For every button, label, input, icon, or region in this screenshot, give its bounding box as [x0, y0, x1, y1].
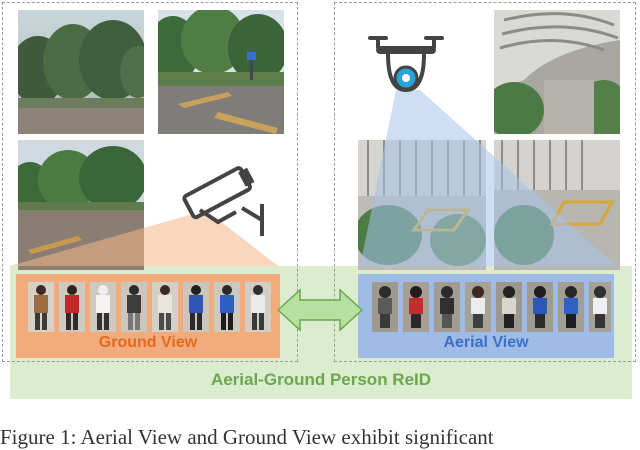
person-crop	[152, 282, 178, 332]
ground-view-label: Ground View	[98, 334, 198, 351]
ground-photo-1	[18, 10, 144, 134]
drone-icon	[366, 28, 446, 98]
cctv-camera-icon	[178, 160, 270, 240]
person-crop	[527, 282, 553, 332]
person-crop	[90, 282, 116, 332]
aerial-photo-1	[494, 10, 620, 134]
person-crop	[59, 282, 85, 332]
person-crop	[183, 282, 209, 332]
person-crop	[28, 282, 54, 332]
person-crop	[558, 282, 584, 332]
ground-photo-2	[158, 10, 284, 134]
person-crop	[434, 282, 460, 332]
cctv-cone	[10, 212, 278, 266]
person-crop	[214, 282, 240, 332]
person-crop	[589, 282, 611, 332]
aerial-panel-border	[334, 2, 636, 362]
double-arrow-icon	[276, 288, 364, 332]
person-crop	[403, 282, 429, 332]
person-crop	[245, 282, 271, 332]
ground-panel-border	[2, 2, 298, 362]
person-crop	[465, 282, 491, 332]
drone-beam	[360, 90, 616, 266]
person-crop	[121, 282, 147, 332]
task-label: Aerial-Ground Person ReID	[210, 370, 432, 389]
person-crop	[372, 282, 398, 332]
figure-caption: Figure 1: Aerial View and Ground View ex…	[0, 425, 494, 449]
aerial-view-label: Aerial View	[443, 334, 529, 351]
person-crop	[496, 282, 522, 332]
